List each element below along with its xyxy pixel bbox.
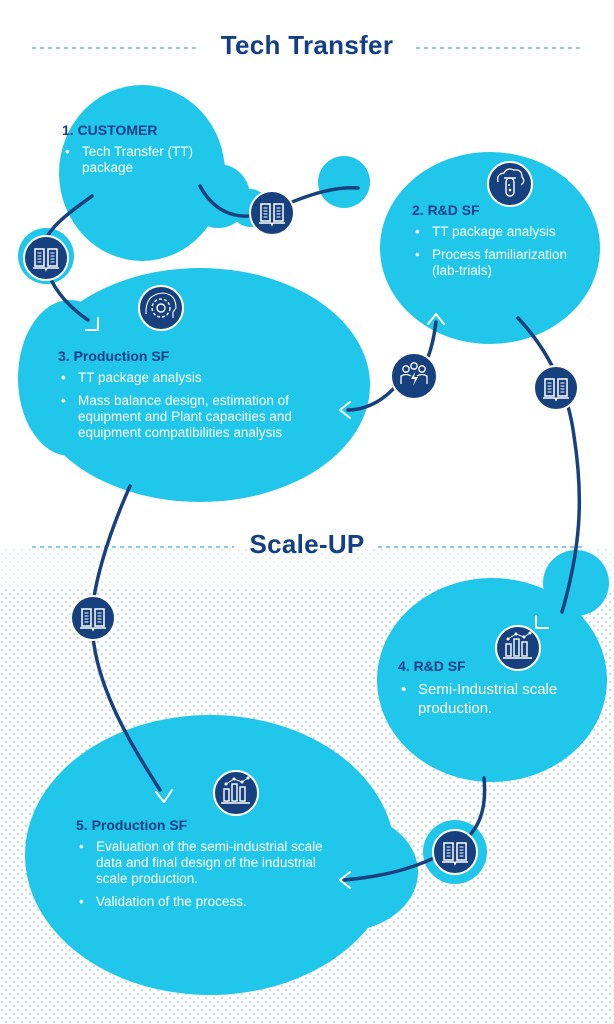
step-1-customer: 1. CUSTOMER Tech Transfer (TT) package (62, 122, 202, 183)
arrow-to-step-3 (85, 317, 99, 331)
arrow-to-step-5-from-4 (339, 871, 351, 889)
step-4-rd-sf: 4. R&D SF Semi-Industrial scale producti… (398, 658, 578, 725)
step-title: 3. Production SF (58, 348, 170, 364)
step-bullet: Process familiarization (lab-trials) (412, 247, 597, 279)
gear-head-icon (138, 285, 184, 331)
test-tube-cloud-icon (487, 161, 533, 207)
step-bullet: Semi-Industrial scale production. (398, 680, 578, 718)
step-title: 1. CUSTOMER (62, 122, 158, 138)
step-5-production-sf: 5. Production SF Evaluation of the semi-… (76, 817, 338, 917)
bar-chart-icon (495, 625, 541, 671)
tech-transfer-heading: Tech Transfer (220, 30, 394, 60)
step-bullet: Tech Transfer (TT) package (62, 144, 202, 176)
arrow-up-to-step-2 (427, 313, 445, 325)
step-title: 5. Production SF (76, 817, 188, 833)
step-3-production-sf: 3. Production SF TT package analysis Mas… (58, 348, 348, 448)
step-bullet: Validation of the process. (76, 894, 338, 910)
step-bullet: TT package analysis (58, 370, 348, 386)
book-icon (23, 235, 69, 281)
team-icon (390, 352, 438, 400)
scale-up-heading: Scale-UP (249, 529, 365, 559)
book-icon (533, 365, 579, 411)
step-bullet: Evaluation of the semi-industrial scale … (76, 839, 338, 887)
book-icon (70, 595, 116, 641)
arrow-to-step-5 (155, 789, 173, 803)
step-title: 2. R&D SF (412, 202, 480, 218)
book-icon (432, 829, 478, 875)
step-bullet: Mass balance design, estimation of equip… (58, 393, 348, 441)
step-title: 4. R&D SF (398, 658, 466, 674)
arrow-to-step-2 (372, 187, 382, 203)
arrow-to-step-4 (535, 615, 549, 629)
book-icon (249, 190, 295, 236)
step-bullet: TT package analysis (412, 224, 597, 240)
step-2-rd-sf: 2. R&D SF TT package analysis Process fa… (412, 202, 597, 286)
connector-icons (23, 190, 579, 875)
bar-chart-icon (213, 770, 259, 816)
step-icons (138, 161, 541, 816)
